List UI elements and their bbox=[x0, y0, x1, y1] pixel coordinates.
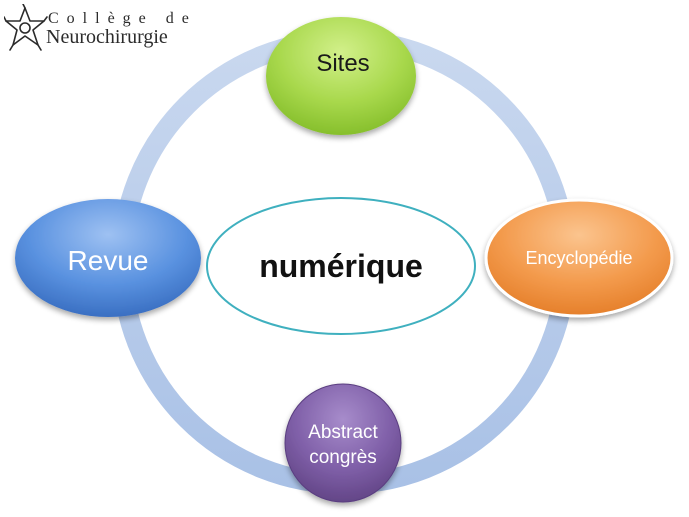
node-revue-label: Revue bbox=[68, 245, 149, 276]
node-abstract-congres bbox=[284, 383, 402, 503]
node-sites bbox=[266, 17, 416, 135]
college-logo: Collège de Neurochirurgie bbox=[4, 4, 189, 54]
logo-text-college: Collège de bbox=[48, 10, 197, 27]
star-logo-icon bbox=[4, 4, 48, 51]
center-label: numérique bbox=[259, 248, 423, 284]
node-revue bbox=[15, 199, 201, 317]
node-encyclopedie bbox=[484, 198, 674, 318]
node-abstract-label-line2: congrès bbox=[309, 447, 377, 468]
logo-text-neurochirurgie: Neurochirurgie bbox=[46, 26, 168, 48]
node-sites-label: Sites bbox=[316, 50, 369, 77]
center-ellipse bbox=[206, 197, 476, 335]
node-abstract-label-line1: Abstract bbox=[308, 422, 378, 443]
node-encyclopedie-label: Encyclopédie bbox=[525, 248, 632, 268]
